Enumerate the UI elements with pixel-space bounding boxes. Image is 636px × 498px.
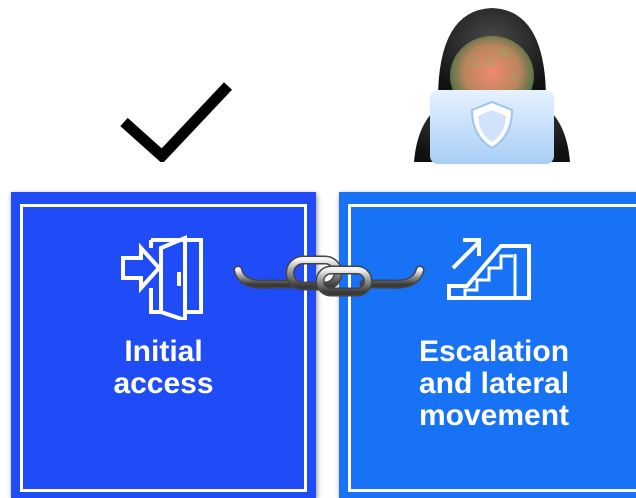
card-border [348,204,636,492]
stage-label-escalation: Escalation and lateral movement [418,335,570,432]
svg-text:1 0: 1 0 [472,56,494,70]
escalator-icon [447,238,531,300]
svg-text:1: 1 [510,73,516,84]
chain-link-icon [233,255,425,297]
hacker-laptop-icon: 1 0 10 1 [414,8,570,164]
door-entry-icon [121,235,203,320]
escalation-card: Escalation and lateral movement [339,192,636,498]
checkmark-icon [120,82,233,162]
svg-text:10: 10 [496,49,508,60]
initial-access-card: Initial access [11,192,316,498]
card-border [20,204,307,492]
stage-label-initial-access: Initial access [113,335,214,400]
